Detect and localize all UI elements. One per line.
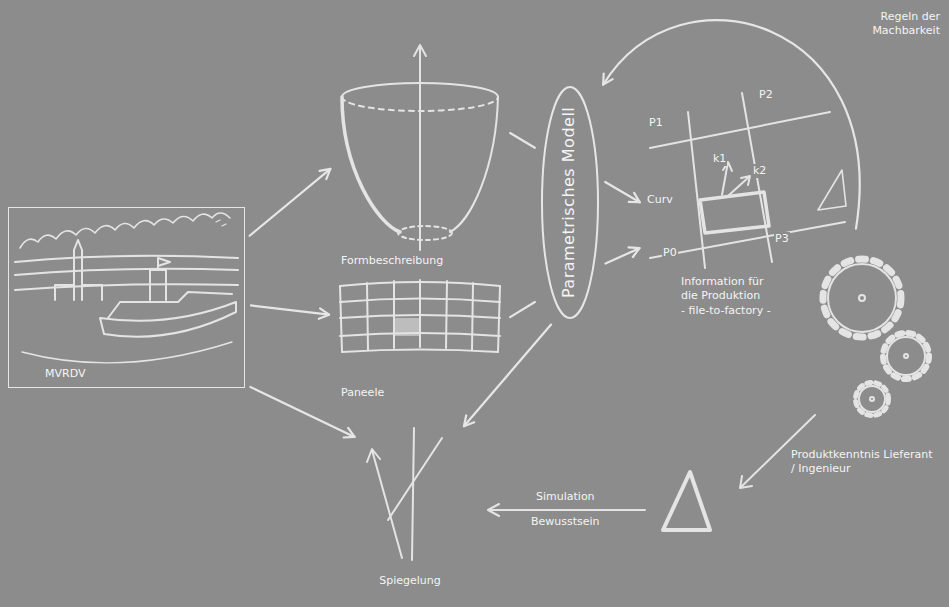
knowledge-label: Produktkenntnis Lieferant / Ingenieur [790, 448, 937, 476]
grid-line [342, 350, 498, 353]
connector-line [510, 302, 535, 317]
construction-line [688, 112, 705, 268]
connector-line [250, 169, 331, 236]
point-label: P0 [662, 246, 678, 260]
gear-body [859, 386, 885, 412]
gear-teeth [823, 259, 901, 337]
gear-teeth [883, 333, 929, 379]
panel-outline [700, 192, 769, 233]
church [55, 285, 102, 300]
ship-hull [100, 302, 236, 337]
node-text: Paneele [341, 386, 384, 400]
grid-line [340, 280, 500, 352]
connector-line [605, 182, 640, 202]
bowl-shape [342, 45, 498, 250]
connector-arrow [251, 305, 329, 318]
horizon-line [15, 269, 238, 275]
gear-body [887, 337, 925, 375]
node-text: - file-to-factory - [681, 304, 771, 318]
arrow-label: Bewusstsein [530, 515, 601, 529]
connector-arrow [510, 302, 535, 317]
bowl-base [398, 226, 452, 240]
connector-line [250, 387, 354, 437]
arrow-head [464, 415, 474, 426]
connector-arrow [603, 20, 860, 229]
horizon-line [15, 256, 238, 262]
gears [823, 259, 929, 416]
construction-line [650, 112, 830, 148]
point-label: P2 [758, 88, 774, 102]
vector-label: k2 [752, 164, 767, 178]
arrow-head [629, 247, 640, 257]
point-label: P1 [648, 116, 664, 130]
gear-hub [904, 354, 908, 358]
arrow-head [603, 74, 613, 85]
connector-arrow [464, 325, 551, 427]
church-tower [74, 240, 82, 300]
bowl-side [450, 97, 498, 232]
mirror-line [412, 428, 414, 560]
foreground-curve [22, 342, 232, 363]
connector-line [510, 133, 535, 148]
angle-mark [818, 170, 846, 210]
arrow-head [319, 308, 329, 318]
model-ellipse: Parametrisches Modell [540, 85, 600, 320]
node-text: Spiegelung [379, 574, 441, 588]
panel-illustration: Paneele [335, 280, 505, 402]
gear-hub [859, 295, 865, 301]
edge-label: Regeln der Machbarkeit [845, 10, 940, 39]
arrow-head [344, 428, 355, 438]
connector-line [251, 305, 329, 314]
production-geometry [650, 93, 846, 268]
connector-arrow [250, 387, 354, 438]
vector-arrow [722, 162, 732, 195]
connector-arrow [605, 182, 640, 202]
vector-arrow [728, 176, 750, 196]
axis [414, 45, 426, 250]
arrow-label: Simulation [535, 490, 596, 504]
gear-teeth [856, 383, 889, 416]
ship-deck [108, 292, 232, 318]
delta-symbol [663, 472, 710, 530]
connector-line [464, 325, 551, 427]
ship-tower [150, 258, 170, 300]
point-label: P3 [774, 232, 790, 246]
vector-label: k1 [712, 152, 727, 166]
horizon-line [15, 284, 238, 290]
mirror-illustration: Spiegelung [360, 415, 460, 590]
connector-line [603, 20, 860, 229]
node-text: Formbeschreibung [341, 254, 443, 268]
treeline [20, 213, 230, 248]
node-text: Parametrisches Modell [560, 107, 581, 298]
connector-arrow [605, 247, 639, 263]
mvrdv-sketch [15, 213, 238, 363]
mirror-sketch [367, 428, 442, 560]
node-text: Information für die Produktion [681, 275, 781, 304]
bowl-side [342, 97, 400, 232]
sketch-frame: MVRDV [8, 207, 245, 388]
connector-arrow [250, 169, 331, 236]
gear-body [828, 264, 896, 332]
curve-label: Curv [646, 193, 674, 207]
gear-hub [870, 397, 874, 401]
panel-grid [340, 280, 500, 352]
mirror-line [367, 449, 402, 558]
arrow-head [320, 169, 331, 179]
connector-line [605, 248, 639, 263]
ellipse-shape [542, 87, 598, 318]
shape-illustration: Formbeschreibung [335, 70, 505, 270]
connector-arrow [510, 133, 535, 148]
mirror-line [388, 438, 442, 520]
production-illustration: Information für die Produktion- file-to-… [645, 95, 855, 320]
node-text: MVRDV [45, 367, 85, 381]
bird [216, 220, 226, 226]
arrow-head [629, 193, 640, 202]
